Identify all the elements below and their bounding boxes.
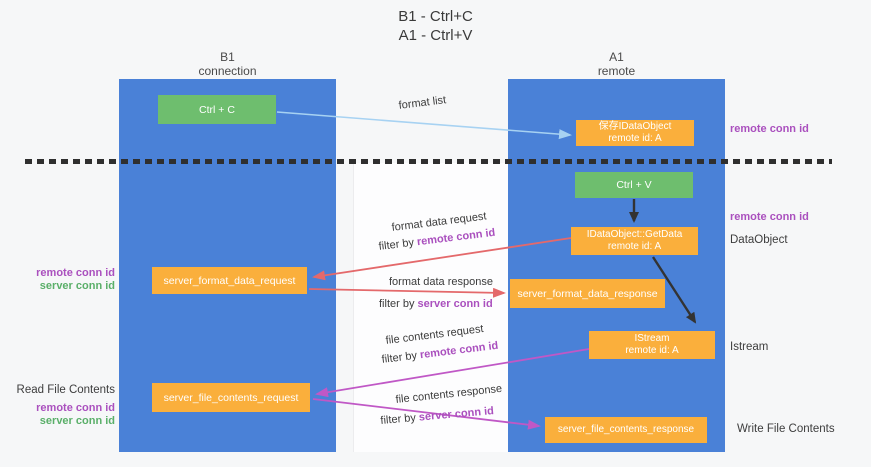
title-line-2: A1 - Ctrl+V [398,27,473,44]
dashed-divider [25,159,832,164]
column-header-b1: B1 connection [119,50,336,78]
server-conn-id-text-1: server conn id [417,298,493,310]
side-label-server-conn-id-left-1: server conn id [39,280,115,292]
side-label-read-file-contents: Read File Contents [16,384,115,396]
node-save-idataobject-line1: 保存IDataObject [598,121,672,132]
node-ctrl-v-label: Ctrl + V [616,179,652,191]
column-a1-subtitle: remote [597,64,636,78]
node-istream-line1: IStream [634,333,670,344]
node-ctrl-c: Ctrl + C [158,95,276,124]
node-file-response-label: server_file_contents_response [557,424,695,435]
node-save-idataobject-line2: remote id: A [608,133,662,144]
node-server-file-contents-response: server_file_contents_response [545,417,707,443]
column-b1-subtitle: connection [198,64,257,78]
side-label-server-conn-id-left-2: server conn id [39,415,115,427]
node-istream: IStream remote id: A [589,331,715,359]
side-label-remote-conn-id-left-2: remote conn id [36,402,115,414]
side-label-istream: Istream [730,341,769,353]
flow-label-filter-server-1: filter by server conn id [379,298,493,310]
diagram-title: B1 - Ctrl+C A1 - Ctrl+V [0,7,871,45]
node-save-idataobject: 保存IDataObject remote id: A [576,120,694,146]
column-a1-name: A1 [609,50,624,64]
node-ctrl-c-label: Ctrl + C [199,103,235,116]
node-format-request-label: server_format_data_request [163,274,296,287]
node-format-response-label: server_format_data_response [517,287,658,300]
flow-label-format-data-response: format data response [389,276,493,288]
node-file-request-label: server_file_contents_request [163,391,299,404]
column-b1-name: B1 [220,50,235,64]
node-idataobject-getdata: IDataObject::GetData remote id: A [571,227,698,255]
side-label-remote-conn-id-left-1: remote conn id [36,267,115,279]
side-label-remote-conn-id-top: remote conn id [730,123,809,135]
column-header-a1: A1 remote [508,50,725,78]
side-label-remote-conn-id-mid: remote conn id [730,211,809,223]
node-server-file-contents-request: server_file_contents_request [152,383,310,412]
node-getdata-line2: remote id: A [607,241,662,252]
side-label-dataobject: DataObject [730,234,788,246]
side-label-write-file-contents: Write File Contents [737,423,835,435]
title-line-1: B1 - Ctrl+C [398,8,473,25]
node-server-format-data-response: server_format_data_response [510,279,665,308]
node-server-format-data-request: server_format_data_request [152,267,307,294]
filter-by-text-2: filter by [379,298,418,310]
flow-label-format-list: format list [398,94,447,112]
node-getdata-line1: IDataObject::GetData [586,229,683,240]
node-istream-line2: remote id: A [625,345,679,356]
node-ctrl-v: Ctrl + V [575,172,693,198]
